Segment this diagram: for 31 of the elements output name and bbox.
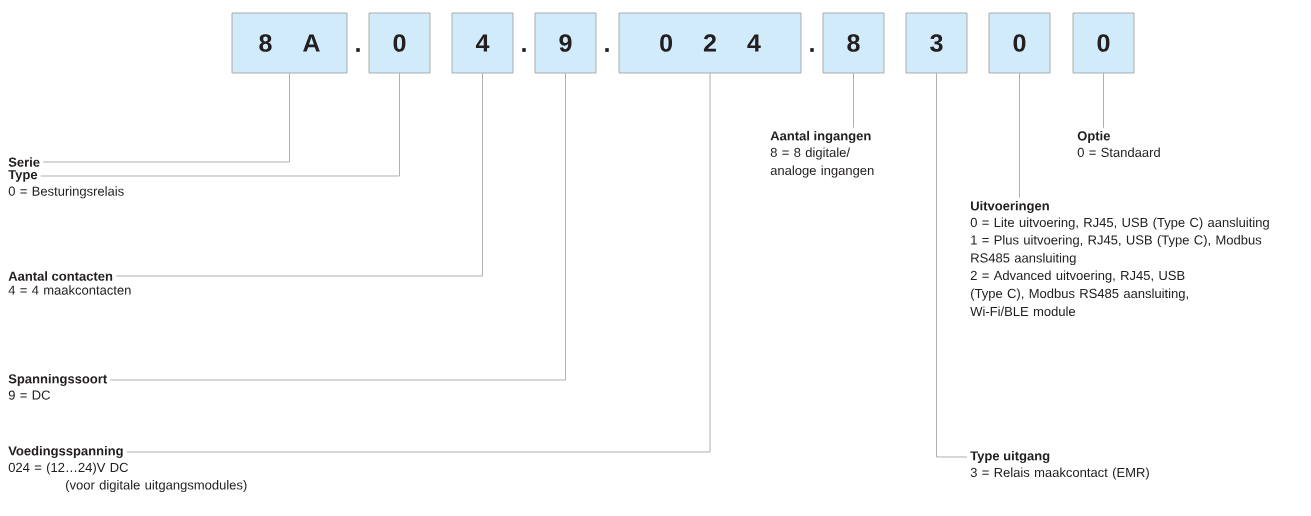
leader-line [42, 73, 290, 163]
code-description: Type 0 = Besturingsrelais [8, 170, 124, 199]
separator-dot: . [810, 48, 814, 52]
leader-line [109, 73, 566, 381]
code-description: Uitvoeringen 0 = Lite uitvoering, RJ45, USB (Type C) aansluiting 1 = Plus uitvoering, RJ45, USB (Type C), Modbus RS485 aansluiting 2 = Advanced uitvoering, RJ45, USB (Type C), Modbus RS485 aansluiting, Wi-Fi/BLE module [970, 200, 1269, 317]
code-description: Spanningssoort 9 = DC [8, 373, 107, 400]
code-description: Aantal ingangen 8 = 8 digitale/ analoge ingangen [770, 130, 874, 178]
leader-line [1019, 73, 1020, 199]
separator-dot: . [522, 48, 526, 52]
code-digit-box: 0 [988, 12, 1051, 74]
code-digit-box: 0 [368, 12, 431, 74]
separator-dot: . [605, 48, 609, 52]
code-digit-box: 9 [534, 12, 597, 74]
code-digit-box: 8 A [231, 12, 348, 74]
code-description: Serie [8, 157, 40, 167]
leader-line [1103, 73, 1104, 129]
code-digit-box: 0 [1072, 12, 1135, 74]
code-description: Type uitgang 3 = Relais maakcontact (EMR) [970, 450, 1149, 480]
code-description: Optie 0 = Standaard [1077, 130, 1160, 157]
code-digit-box: 3 [905, 12, 968, 74]
leader-line [936, 73, 968, 458]
code-description: Voedingsspanning 024 = (12…24)V DC (voor digitale uitgangsmodules) [8, 445, 247, 493]
leader-line [40, 73, 400, 177]
code-digit-box: 8 [822, 12, 885, 74]
code-digit-box: 0 2 4 [618, 12, 802, 74]
separator-dot: . [356, 48, 360, 52]
leader-line [853, 73, 854, 129]
leader-line [115, 73, 483, 277]
leader-line [126, 73, 711, 453]
code-digit-box: 4 [451, 12, 514, 74]
code-description: Aantal contacten 4 = 4 maakcontacten [8, 271, 131, 295]
